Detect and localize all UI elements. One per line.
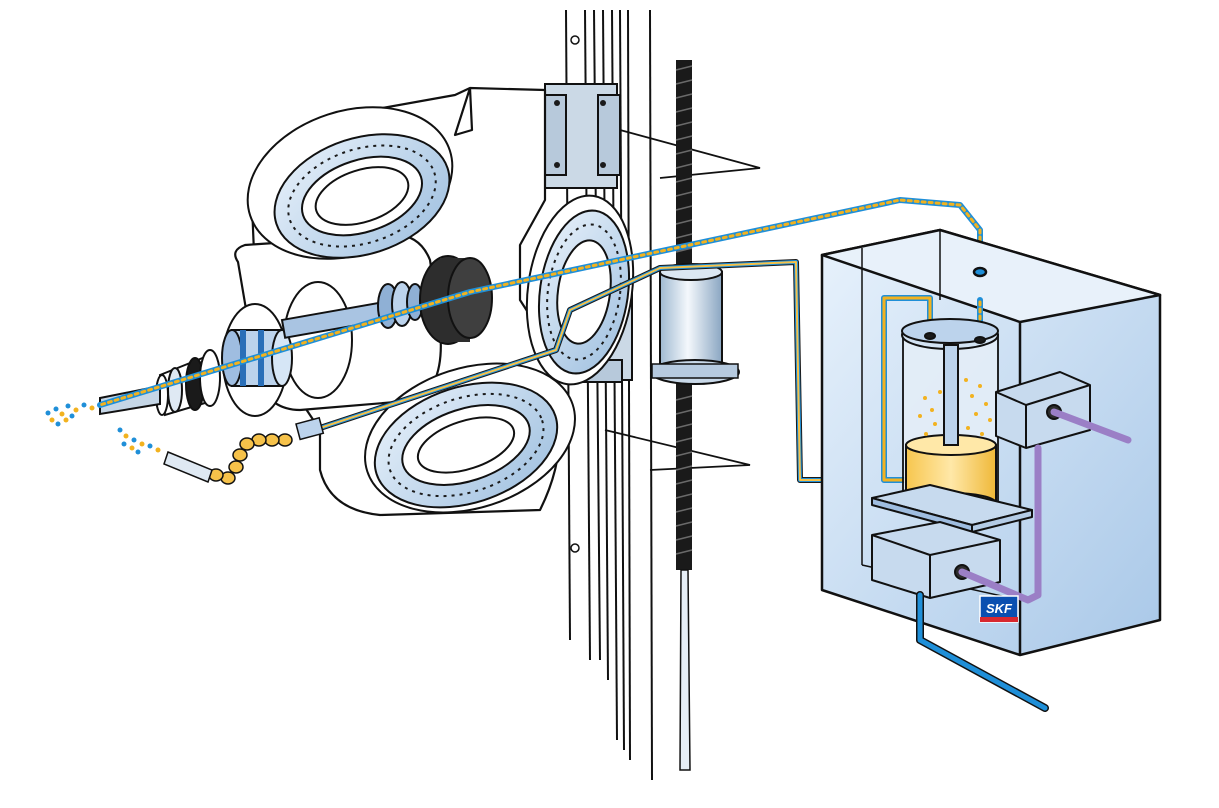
air-supply-pipe <box>916 591 1049 712</box>
skf-logo-icon: SKF <box>979 595 1019 623</box>
valve-block <box>954 371 1091 580</box>
side-slewing-ring <box>525 194 635 386</box>
spray-nozzle-icon <box>163 416 325 485</box>
ball-screw <box>650 60 740 771</box>
oil-line-nozzle <box>317 259 828 483</box>
spray-dots <box>45 402 161 455</box>
unit-platforms <box>871 484 1033 599</box>
oil-droplets <box>918 378 992 436</box>
lower-slewing-ring <box>364 362 576 514</box>
return-lines <box>958 408 1132 604</box>
upper-slewing-ring <box>246 106 454 260</box>
oil-reservoir <box>901 318 999 514</box>
oil-air-line-spindle <box>97 197 983 408</box>
spindle-assembly <box>99 255 493 417</box>
logo-text: SKF <box>986 601 1013 616</box>
